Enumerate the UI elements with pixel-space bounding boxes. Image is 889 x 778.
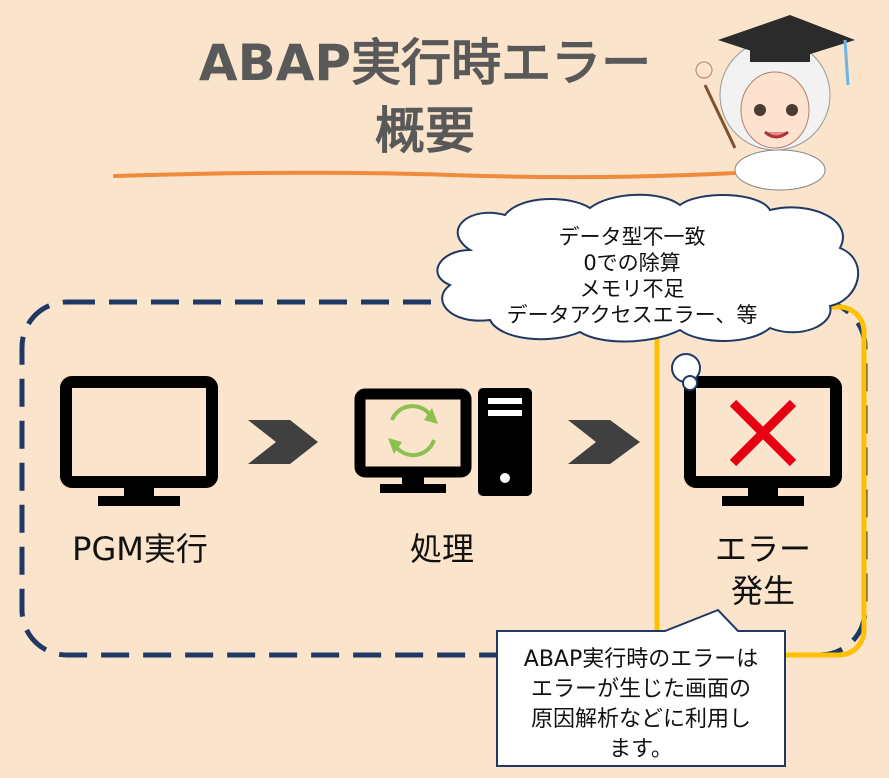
step-label-error-2: 発生 <box>731 572 795 610</box>
callout-line-4: ます。 <box>609 737 673 762</box>
monitor-icon <box>60 376 218 506</box>
cloud-line-1: データ型不一致 <box>559 225 706 249</box>
process-dashed-frame <box>19 299 868 658</box>
arrow-right-icon <box>568 420 640 464</box>
cloud-line-3: メモリ不足 <box>580 277 685 301</box>
step-label-error-1: エラー <box>715 530 811 568</box>
cloud-line-2: 0での除算 <box>583 251 680 275</box>
step-label-process: 処理 <box>410 530 474 568</box>
title-underline <box>113 170 737 180</box>
monitor-error-icon <box>684 376 842 506</box>
callout-line-2: エラーが生じた画面の <box>531 677 751 702</box>
callout-line-1: ABAP実行時のエラーは <box>524 647 758 672</box>
callout-line-3: 原因解析などに利用し <box>531 707 751 732</box>
title-line-2: 概要 <box>375 102 475 160</box>
thought-cloud: データ型不一致 0での除算 メモリ不足 データアクセスエラー、等 <box>436 193 859 391</box>
step-label-pgm: PGM実行 <box>72 530 208 568</box>
computer-processing-icon <box>354 388 532 496</box>
title-line-1: ABAP実行時エラー <box>199 34 651 92</box>
cloud-line-4: データアクセスエラー、等 <box>507 303 758 327</box>
callout-box: ABAP実行時のエラーは エラーが生じた画面の 原因解析などに利用し ます。 <box>496 608 786 767</box>
error-x-icon <box>729 399 797 467</box>
professor-illustration <box>695 15 855 191</box>
arrow-right-icon <box>248 420 318 464</box>
